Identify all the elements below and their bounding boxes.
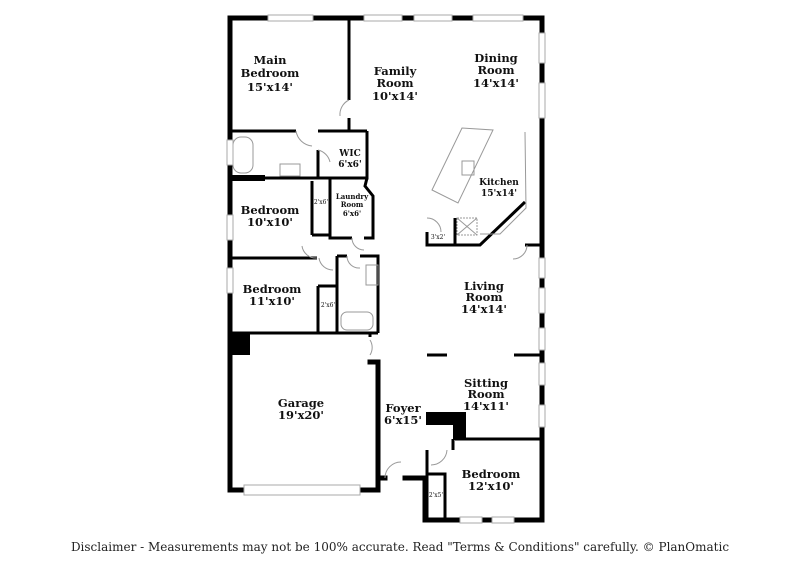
garage-dims: 19'x20' [278, 408, 324, 422]
main-bedroom-dims: 15'x14' [247, 80, 293, 94]
sitting-room-label: Room [467, 387, 504, 401]
sitting-room-label: Sitting [464, 376, 508, 390]
bedroom-dims: 12'x10' [468, 479, 514, 493]
living-room-label: Living [464, 279, 504, 293]
pantry-dims: 3'x2' [431, 234, 446, 241]
dining-room-label: Room [477, 63, 514, 77]
bedroom-dims: 11'x10' [249, 294, 295, 308]
family-room-label: Family [374, 64, 417, 78]
foyer-label: Foyer [385, 401, 421, 415]
dining-room-label: Dining [474, 51, 517, 65]
disclaimer-text: Disclaimer - Measurements may not be 100… [70, 540, 730, 554]
laundry-room-label: Room [341, 200, 364, 209]
closet-dims: 2'x6' [321, 302, 336, 309]
bedroom-label: Bedroom [462, 467, 521, 481]
doors [295, 99, 528, 479]
bedroom-dims: 10'x10' [247, 215, 293, 229]
living-room-dims: 14'x14' [461, 302, 507, 316]
room-labels: Main Bedroom 15'x14' Family Room 10'x14'… [241, 51, 521, 499]
foyer-dims: 6'x15' [384, 413, 422, 427]
garage-label: Garage [278, 396, 324, 410]
bedroom-label: Bedroom [243, 282, 302, 296]
main-bedroom-label: Bedroom [241, 66, 300, 80]
sitting-room-dims: 14'x11' [463, 399, 509, 413]
family-room-dims: 10'x14' [372, 89, 418, 103]
family-room-label: Room [376, 76, 413, 90]
windows [226, 14, 546, 524]
laundry-room-dims: 6'x6' [343, 209, 361, 218]
bedroom-label: Bedroom [241, 203, 300, 217]
main-bedroom-label: Main [254, 53, 288, 67]
interior-walls [230, 18, 542, 520]
wic-dims: 6'x6' [338, 160, 361, 170]
closet-dims: 2'x5' [429, 492, 444, 499]
kitchen-label: Kitchen [479, 178, 519, 188]
wic-label: WIC [338, 149, 360, 159]
laundry-room-label: Laundry [336, 192, 369, 201]
closet-dims: 2'x6' [314, 199, 329, 206]
kitchen-dims: 15'x14' [481, 189, 517, 199]
kitchen-fixtures [232, 127, 527, 331]
dining-room-dims: 14'x14' [473, 76, 519, 90]
living-room-label: Room [465, 290, 502, 304]
